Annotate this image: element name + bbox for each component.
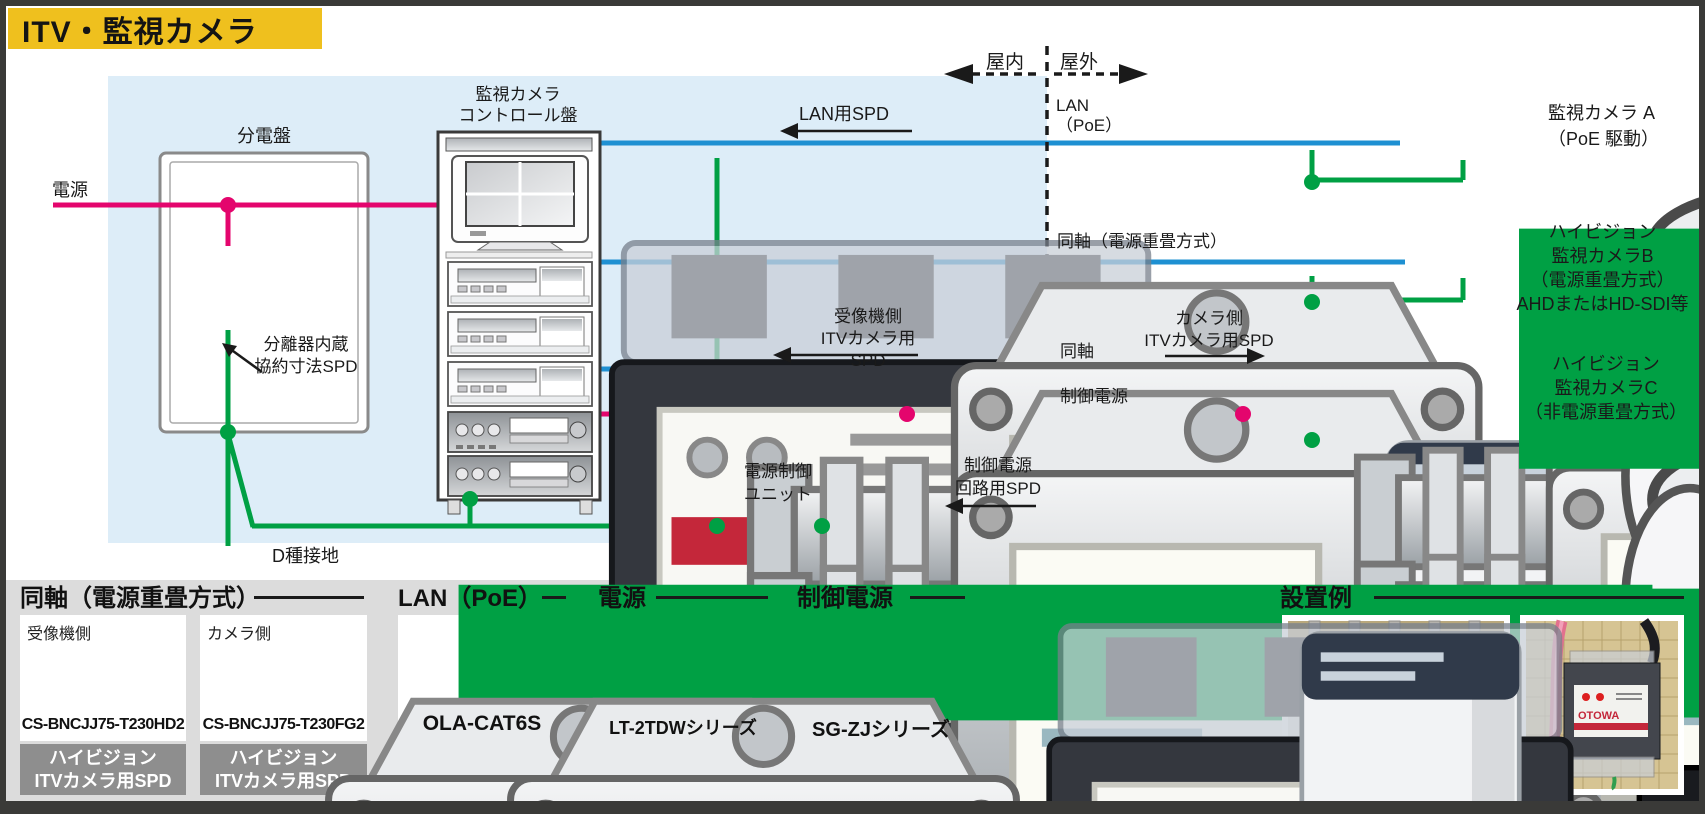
indoor-label: 屋内 <box>986 52 1025 73</box>
camera-spd-label: カメラ側 ITVカメラ用SPD <box>1144 309 1274 350</box>
model-power: LT-2TDWシリーズ <box>609 718 757 738</box>
receiver-spd-label: 受像機側 ITVカメラ用SPD <box>820 307 916 370</box>
ground-class-label: D種接地 <box>272 546 339 566</box>
page-title-banner: ITV・監視カメラ <box>8 8 322 49</box>
camera-a-label: 監視カメラ A （PoE 駆動） <box>1548 103 1660 149</box>
lan-poe-line-label: LAN （PoE） <box>1056 96 1123 135</box>
power-control-unit-label: 電源制御 ユニット <box>744 462 812 504</box>
card-side-label-receiver: 受像機側 <box>27 626 92 643</box>
card-side-label-camera: カメラ側 <box>207 626 272 643</box>
outdoor-arrow-icon <box>1119 64 1148 84</box>
control-panel-label: 監視カメラ コントロール盤 <box>458 85 578 125</box>
distribution-board-label: 分電盤 <box>237 126 291 146</box>
product-card-coax-camera <box>200 615 367 741</box>
badge-coax-camera: ハイビジョン ITVカメラ用SPD <box>200 744 367 795</box>
outdoor-label: 屋外 <box>1060 52 1099 73</box>
builtin-spd-label: 分離器内蔵 協約寸法SPD <box>254 335 358 376</box>
section-heading-example: 設置例 <box>1280 585 1352 612</box>
power-source-label: 電源 <box>52 180 88 200</box>
model-coax-receiver: CS-BNCJJ75-T230HD2 <box>21 716 185 733</box>
section-heading-lan: LAN（PoE） <box>398 585 542 612</box>
control-circuit-spd-label: 制御電源 回路用SPD <box>955 456 1041 498</box>
coax-superimposed-label: 同軸（電源重畳方式） <box>1057 232 1227 251</box>
model-coax-camera: CS-BNCJJ75-T230FG2 <box>202 716 365 733</box>
distribution-board-box <box>158 151 370 434</box>
camera-b-label: ハイビジョン 監視カメラB （電源重畳方式） AHDまたはHD-SDI等 <box>1516 222 1689 314</box>
control-power-line-label: 制御電源 <box>1060 387 1128 406</box>
badge-coax-receiver: ハイビジョン ITVカメラ用SPD <box>20 744 186 795</box>
lan-spd-label: LAN用SPD <box>799 104 890 124</box>
product-card-coax-receiver <box>20 615 186 741</box>
photo-brand-text: OTOWA <box>1578 710 1619 722</box>
section-heading-power: 電源 <box>598 585 646 612</box>
model-control: SG-ZJシリーズ <box>812 719 950 741</box>
page-title: ITV・監視カメラ <box>22 15 258 49</box>
junction-dots <box>220 174 1320 534</box>
coax-line-label: 同軸 <box>1060 342 1094 361</box>
annotation-arrows <box>222 123 1265 514</box>
section-heading-control: 制御電源 <box>797 585 893 612</box>
camera-c-label: ハイビジョン 監視カメラC （非電源重畳方式） <box>1525 354 1687 422</box>
indoor-arrow-icon <box>944 64 973 84</box>
section-heading-coax: 同軸（電源重畳方式） <box>20 585 260 612</box>
control-rack <box>436 130 602 515</box>
model-lan: OLA-CAT6S <box>422 712 542 735</box>
